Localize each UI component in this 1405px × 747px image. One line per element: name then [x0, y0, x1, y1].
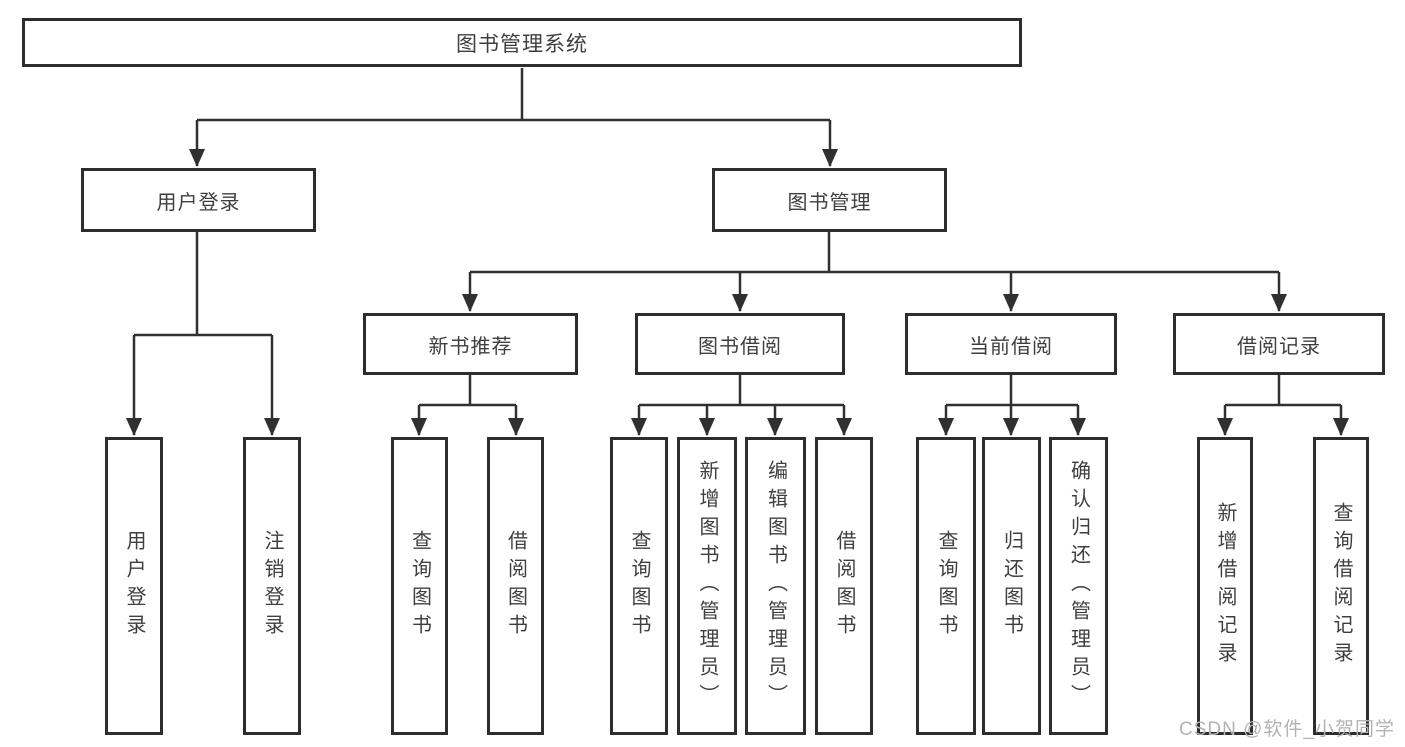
leaf-label: 查询借阅记录 — [1330, 502, 1352, 670]
node-user-login: 用户登录 — [81, 168, 316, 232]
node-label: 借阅记录 — [1237, 335, 1321, 358]
node-label: 用户登录 — [156, 191, 241, 214]
leaf-label: 用户登录 — [123, 530, 145, 642]
node-label: 图书管理 — [787, 191, 872, 214]
leaf-label: 注销登录 — [261, 530, 283, 642]
leaf-user-login: 用户登录 — [105, 437, 163, 735]
leaf-borrow-books-1: 借阅图书 — [487, 437, 544, 735]
node-borrowing-records: 借阅记录 — [1173, 313, 1385, 375]
leaf-confirm-return-admin: 确认归还（管理员） — [1049, 437, 1108, 735]
node-label: 新书推荐 — [428, 335, 513, 358]
leaf-query-books-1: 查询图书 — [391, 437, 448, 735]
leaf-label: 查询图书 — [408, 530, 431, 642]
leaf-logout: 注销登录 — [243, 437, 301, 735]
node-book-management: 图书管理 — [712, 168, 947, 232]
leaf-label: 查询图书 — [935, 530, 957, 642]
leaf-label: 新增借阅记录 — [1214, 502, 1236, 670]
leaf-return-book: 归还图书 — [982, 437, 1041, 735]
leaf-borrow-books-2: 借阅图书 — [815, 437, 873, 735]
leaf-query-books-3: 查询图书 — [916, 437, 976, 735]
node-label: 图书管理系统 — [456, 32, 588, 56]
leaf-query-books-2: 查询图书 — [610, 437, 668, 735]
leaf-label: 借阅图书 — [504, 530, 527, 642]
leaf-add-borrow-record: 新增借阅记录 — [1197, 437, 1253, 735]
leaf-query-borrow-record: 查询借阅记录 — [1313, 437, 1369, 735]
node-label: 当前借阅 — [969, 335, 1053, 358]
node-current-borrowing: 当前借阅 — [905, 313, 1117, 375]
node-library-management-system: 图书管理系统 — [22, 18, 1022, 67]
leaf-edit-book-admin: 编辑图书（管理员） — [745, 437, 806, 735]
leaf-label: 确认归还（管理员） — [1067, 460, 1090, 712]
node-book-borrowing: 图书借阅 — [635, 313, 845, 375]
leaf-label: 编辑图书（管理员） — [764, 460, 787, 712]
leaf-label: 新增图书（管理员） — [696, 460, 718, 712]
node-new-book-recommendation: 新书推荐 — [363, 313, 578, 375]
leaf-label: 归还图书 — [1000, 530, 1023, 642]
leaf-label: 借阅图书 — [833, 530, 855, 642]
leaf-add-book-admin: 新增图书（管理员） — [677, 437, 737, 735]
leaf-label: 查询图书 — [628, 530, 650, 642]
watermark: CSDN @软件_小贺同学 — [1179, 719, 1395, 740]
node-label: 图书借阅 — [698, 335, 782, 358]
